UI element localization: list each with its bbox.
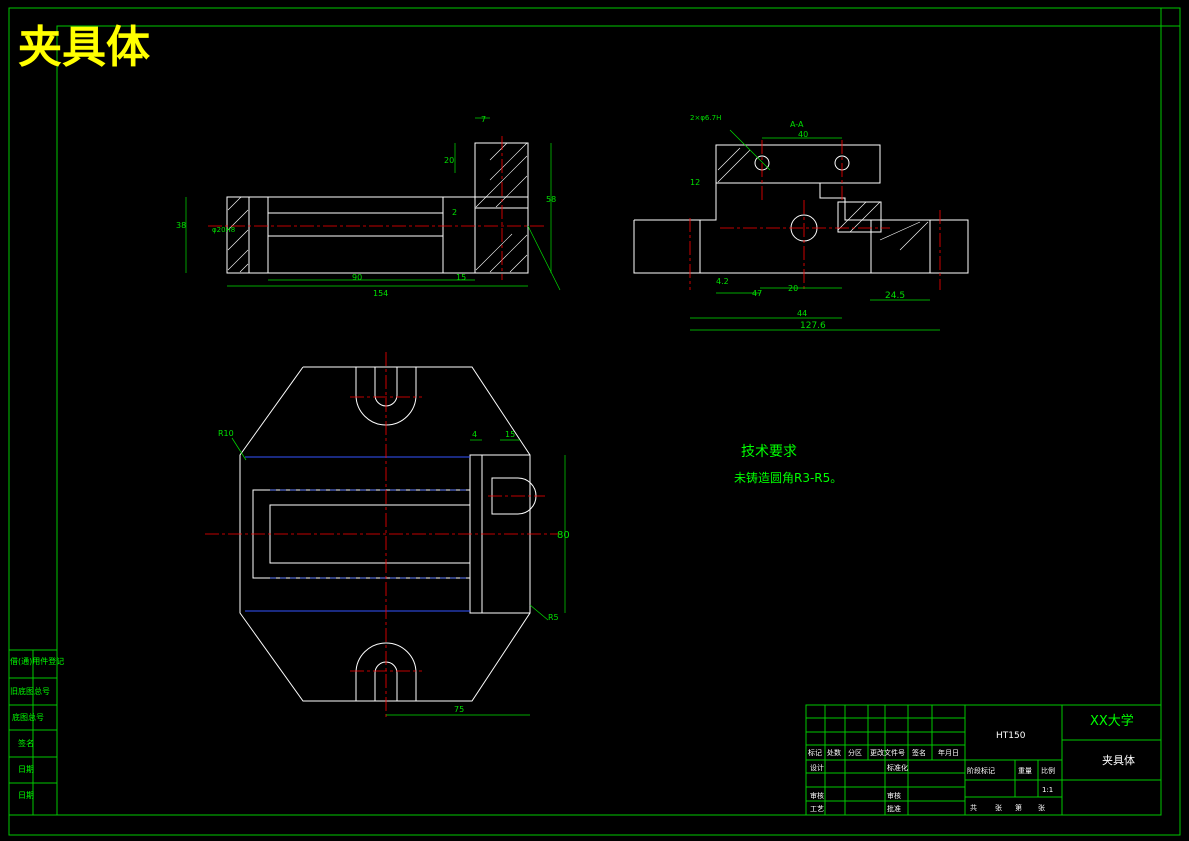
- tb-left-2: 审核: [810, 791, 824, 800]
- tb-stage-3: 比例: [1041, 766, 1055, 775]
- strip-label-5: 日期: [18, 765, 34, 774]
- strip-label-3: 底图总号: [12, 712, 44, 722]
- front-view: 154 90 15 38 58 7 20 2 φ20H8: [176, 115, 561, 298]
- tb-bottom-2: 张: [995, 803, 1002, 812]
- tb-scale: 1:1: [1042, 786, 1053, 794]
- side-strip-labels: 借(通)用件登记 旧底图总号 底图总号 签名 日期 日期: [10, 656, 64, 800]
- tb-header-1: 标记: [808, 748, 822, 757]
- tb-header-3: 分区: [848, 748, 862, 757]
- title-block: [805, 704, 1162, 816]
- top-dim-r10: R10: [218, 429, 234, 438]
- tb-school: XX大学: [1090, 713, 1134, 729]
- side-view: A-A: [633, 114, 969, 331]
- side-dim-40: 40: [798, 130, 808, 139]
- inner-frame: [56, 25, 1162, 816]
- notes-heading: 技术要求: [741, 444, 797, 460]
- notes-line-1: 未铸造圆角R3-R5。: [734, 470, 842, 485]
- side-hole-note: 2×φ6.7H: [690, 114, 721, 122]
- side-dim-4-2: 4.2: [716, 277, 729, 286]
- dim-154: 154: [373, 289, 388, 298]
- corner-mark: [1160, 7, 1181, 27]
- section-label: A-A: [790, 120, 804, 129]
- hatch-side: [717, 147, 929, 251]
- side-dim-24-5: 24.5: [885, 291, 905, 301]
- top-dim-r5: R5: [548, 613, 559, 622]
- top-dim-80: 80: [557, 530, 570, 541]
- tb-header-4: 更改文件号: [870, 748, 905, 757]
- tb-bottom-3: 第: [1015, 803, 1022, 812]
- tb-stage-labels: 阶段标记 重量 比例: [967, 766, 1055, 775]
- outer-frame: [8, 7, 1181, 836]
- dim-90: 90: [352, 273, 362, 282]
- tb-left-labels: 设计 审核 工艺: [810, 763, 824, 813]
- dim-15: 15: [456, 273, 466, 282]
- tb-bottom-4: 张: [1038, 803, 1045, 812]
- top-dim-15: 15: [505, 430, 515, 439]
- side-dim-47: 47: [752, 289, 762, 298]
- dim-38: 38: [176, 221, 186, 230]
- tb-mid-3: 批准: [887, 804, 901, 813]
- drawing-title: 夹具体: [18, 22, 150, 73]
- tb-mid-2: 审核: [887, 791, 901, 800]
- side-strip: [8, 649, 58, 816]
- top-view: R10 4 15 80 75 R5: [205, 352, 570, 720]
- strip-label-2: 旧底图总号: [10, 686, 50, 696]
- hatch-front-right: [475, 142, 528, 273]
- tb-header-5: 签名: [912, 748, 926, 757]
- dim-2: 2: [452, 208, 457, 217]
- tb-headers: 标记 处数 分区 更改文件号 签名 年月日: [808, 748, 959, 757]
- tb-header-6: 年月日: [938, 748, 959, 757]
- dim-58: 58: [546, 195, 556, 204]
- side-dim-127-6: 127.6: [800, 321, 826, 331]
- tb-stage-1: 阶段标记: [967, 766, 995, 775]
- tb-left-1: 设计: [810, 763, 824, 772]
- tb-stage-2: 重量: [1018, 767, 1032, 775]
- side-dim-20: 20: [788, 284, 798, 293]
- strip-label-6: 日期: [18, 791, 34, 800]
- tb-left-3: 工艺: [810, 805, 824, 813]
- side-dim-44: 44: [797, 309, 807, 318]
- tb-part-name: 夹具体: [1102, 753, 1135, 767]
- hatch-front-left: [227, 196, 249, 273]
- tb-mid-labels: 标准化 审核 批准: [887, 763, 908, 813]
- tb-bottom-1: 共: [970, 803, 977, 812]
- dim-bore: φ20H8: [212, 226, 235, 234]
- strip-label-4: 签名: [18, 738, 34, 748]
- tb-bottom-labels: 共 张 第 张: [970, 803, 1045, 812]
- tb-header-2: 处数: [827, 748, 841, 757]
- side-dim-12: 12: [690, 178, 700, 187]
- top-dim-75: 75: [454, 705, 464, 714]
- tb-material: HT150: [996, 731, 1026, 741]
- dim-7: 7: [481, 115, 486, 124]
- strip-label-1: 借(通)用件登记: [10, 656, 64, 666]
- dim-20: 20: [444, 156, 454, 165]
- tb-mid-1: 标准化: [887, 763, 908, 772]
- top-dim-4: 4: [472, 430, 477, 439]
